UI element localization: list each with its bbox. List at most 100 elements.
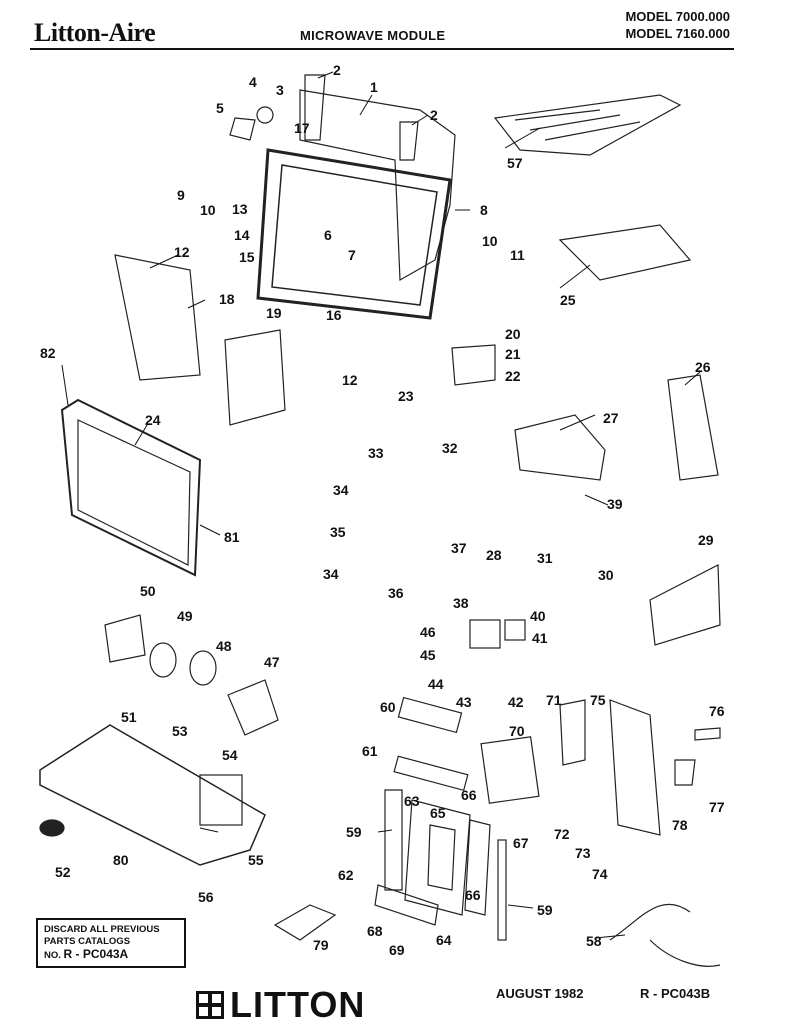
callout-62: 62 [338, 867, 354, 883]
callout-78: 78 [672, 817, 688, 833]
callout-29: 29 [698, 532, 714, 548]
callout-70: 70 [509, 723, 525, 739]
callout-63: 63 [404, 793, 420, 809]
notice-line-3: NO. R - PC043A [44, 948, 178, 962]
litton-logo: LITTON [196, 984, 365, 1026]
notice-code: R - PC043A [63, 947, 129, 961]
callout-33: 33 [368, 445, 384, 461]
callout-4: 4 [249, 74, 257, 90]
shield-part [114, 254, 201, 381]
callout-79: 79 [313, 937, 329, 953]
callout-20: 20 [505, 326, 521, 342]
bracket-part-2 [399, 121, 419, 161]
callout-7: 7 [348, 247, 356, 263]
callout-53: 53 [172, 723, 188, 739]
callout-66: 66 [461, 787, 477, 803]
callout-30: 30 [598, 567, 614, 583]
callout-19: 19 [266, 305, 282, 321]
callout-54: 54 [222, 747, 238, 763]
callout-22: 22 [505, 368, 521, 384]
callout-9: 9 [177, 187, 185, 203]
side-panel-part [667, 374, 719, 481]
callout-42: 42 [508, 694, 524, 710]
callout-2b: 2 [430, 107, 438, 123]
callout-47: 47 [264, 654, 280, 670]
transformer-block-part [199, 774, 243, 826]
callout-45: 45 [420, 647, 436, 663]
callout-48: 48 [216, 638, 232, 654]
callout-76: 76 [709, 703, 725, 719]
callout-66b: 66 [465, 887, 481, 903]
cover-plate-part [558, 224, 692, 281]
catalog-date: AUGUST 1982 [496, 986, 584, 1001]
control-frame-part [384, 789, 403, 891]
callout-14: 14 [234, 227, 250, 243]
relay-part-2 [504, 619, 526, 641]
litton-logo-icon [196, 991, 224, 1019]
discard-notice-box: DISCARD ALL PREVIOUS PARTS CATALOGS NO. … [36, 918, 186, 968]
callout-6: 6 [324, 227, 332, 243]
callout-12: 12 [174, 244, 190, 260]
door-frame [256, 148, 452, 320]
back-plate-part [649, 564, 721, 646]
lamp-bulb [256, 106, 274, 124]
header-rule [30, 48, 734, 50]
panel-part [224, 329, 286, 426]
callout-75: 75 [590, 692, 606, 708]
wire-harness-part [609, 903, 721, 967]
callout-35: 35 [330, 524, 346, 540]
catalog-code: R - PC043B [640, 986, 711, 1001]
control-panel-part [404, 799, 471, 916]
callout-82: 82 [40, 345, 56, 361]
mount-plate-part [609, 699, 661, 836]
callout-59: 59 [346, 824, 362, 840]
callout-52: 52 [55, 864, 71, 880]
callout-25: 25 [560, 292, 576, 308]
callout-59b: 59 [537, 902, 553, 918]
callout-57: 57 [507, 155, 523, 171]
small-bracket-part [674, 759, 696, 786]
callout-69: 69 [389, 942, 405, 958]
fan-blade-part-2 [189, 650, 217, 686]
bracket-71-part [559, 699, 586, 766]
top-cabinet-part [299, 89, 456, 282]
callout-74: 74 [592, 866, 608, 882]
callout-51: 51 [121, 709, 137, 725]
callout-11: 11 [510, 247, 525, 263]
callout-34b: 34 [323, 566, 339, 582]
callout-58: 58 [586, 933, 602, 949]
relay-part [469, 619, 501, 649]
door-window [271, 164, 438, 306]
callout-10b: 10 [482, 233, 498, 249]
transformer-part [451, 344, 496, 386]
callout-61: 61 [362, 743, 378, 759]
callout-72: 72 [554, 826, 570, 842]
callout-49: 49 [177, 608, 193, 624]
callout-15: 15 [239, 249, 255, 265]
callout-77: 77 [709, 799, 725, 815]
brand-logo: Litton-Aire [34, 18, 156, 47]
litton-logo-text: LITTON [230, 984, 366, 1025]
callout-12b: 12 [342, 372, 358, 388]
callout-38: 38 [453, 595, 469, 611]
notice-line-1: DISCARD ALL PREVIOUS [44, 924, 160, 935]
fan-bracket-part [104, 614, 146, 663]
callout-21: 21 [505, 346, 521, 362]
callout-44: 44 [428, 676, 444, 692]
fan-housing-part [227, 679, 279, 736]
lamp-socket [229, 117, 256, 141]
callout-3: 3 [276, 82, 284, 98]
callout-80: 80 [113, 852, 129, 868]
callout-46: 46 [420, 624, 436, 640]
callout-10: 10 [200, 202, 216, 218]
model-numbers: MODEL 7000.000 MODEL 7160.000 [625, 8, 730, 42]
callout-73: 73 [575, 845, 591, 861]
callout-68: 68 [367, 923, 383, 939]
callout-24: 24 [145, 412, 161, 428]
callout-50: 50 [140, 583, 156, 599]
bracket-part [304, 74, 326, 141]
callout-60: 60 [380, 699, 396, 715]
model-number-1: MODEL 7000.000 [625, 9, 730, 24]
callout-31: 31 [537, 550, 553, 566]
fan-blade-part [149, 642, 177, 678]
